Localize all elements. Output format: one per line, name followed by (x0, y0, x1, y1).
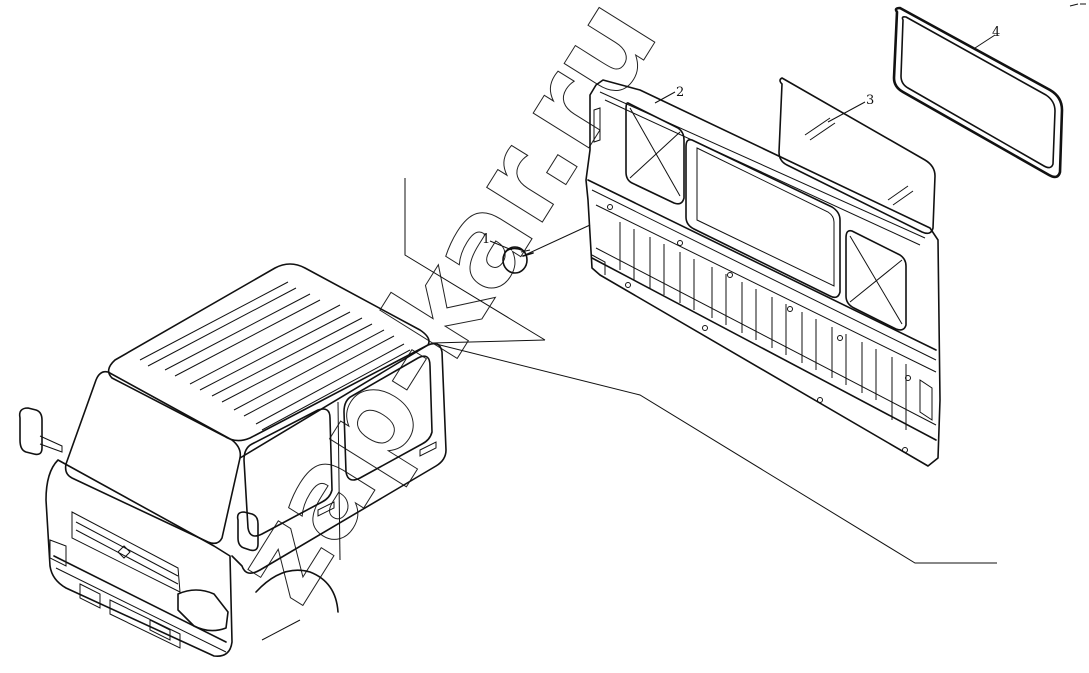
truck-cab (18, 263, 447, 658)
part-4-weatherstrip (892, 6, 1064, 179)
callout-2: 2 (676, 85, 684, 100)
part-2-rear-panel (585, 79, 941, 467)
part-1-plug (489, 240, 534, 274)
callout-1: 1 (482, 232, 490, 247)
corner-mark (1069, 3, 1086, 7)
leader-lines (404, 178, 997, 564)
part-3-glass (778, 77, 936, 235)
callout-4: 4 (992, 25, 1000, 40)
callout-3: 3 (866, 93, 874, 108)
watermark-text: zap-kar.ru (207, 0, 685, 625)
